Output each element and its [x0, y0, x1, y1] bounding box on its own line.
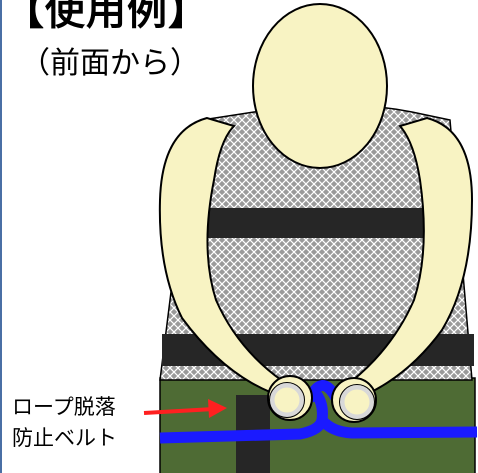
- right-ring: [339, 384, 375, 420]
- belt-label-line1: ロープ脱落: [12, 395, 116, 419]
- head: [252, 3, 388, 169]
- belt: [159, 391, 478, 444]
- vest-band-upper: [180, 208, 470, 238]
- left-ring: [269, 382, 305, 418]
- left-ring-edge: [269, 382, 305, 418]
- belt-label: ロープ脱落 防止ベルト: [12, 392, 117, 454]
- page-title: 【使用例】: [4, 0, 209, 34]
- pointer-arrow: [143, 399, 227, 418]
- belt-label-line2: 防止ベルト: [12, 426, 117, 450]
- right-ring-edge: [339, 384, 375, 420]
- view-note: （前面から）: [20, 46, 200, 81]
